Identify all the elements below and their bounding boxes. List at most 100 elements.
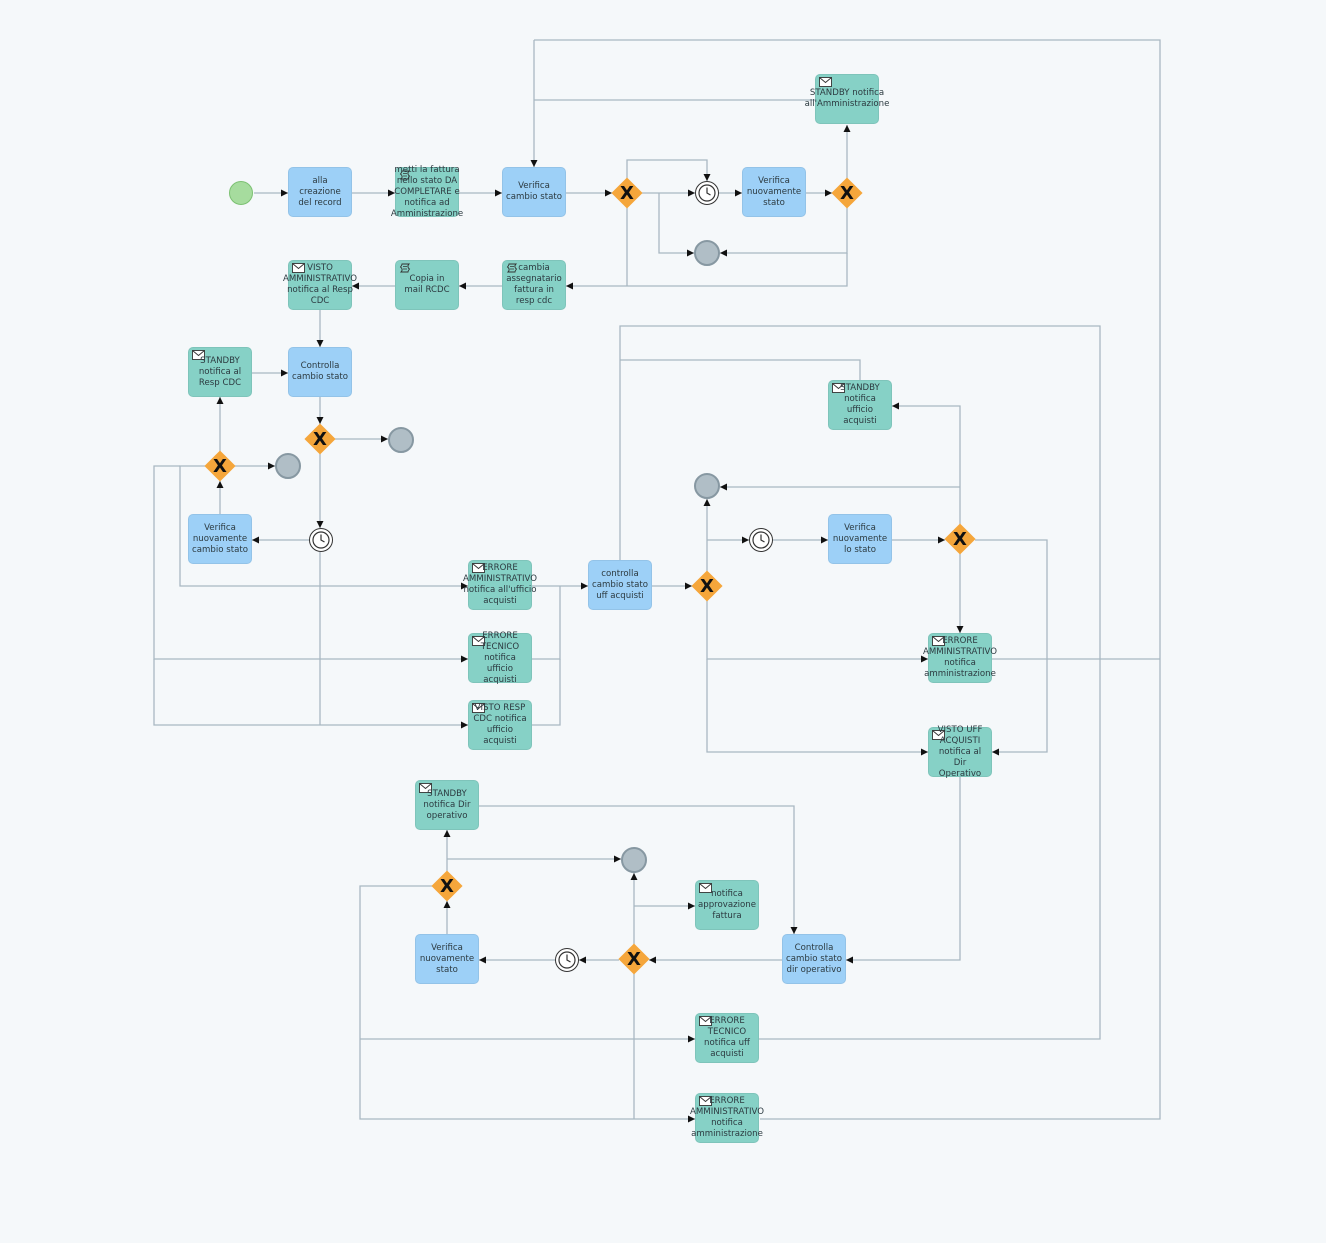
envelope-icon	[192, 350, 205, 360]
sequence-flow[interactable]	[706, 601, 928, 663]
sequence-flow[interactable]	[566, 253, 848, 290]
sequence-flow[interactable]	[846, 777, 961, 964]
sequence-flow[interactable]	[626, 159, 711, 181]
user-task[interactable]: controlla cambio stato uff acquisti	[588, 560, 652, 610]
task-label: alla creazione del record	[298, 175, 342, 208]
sequence-flow[interactable]	[479, 805, 798, 934]
script-task[interactable]: cambia assegnatario fattura in resp cdc	[502, 260, 566, 310]
envelope-icon	[472, 703, 485, 713]
sequence-flow[interactable]	[153, 465, 468, 663]
task-label: ERRORE TECNICO notifica ufficio acquisti	[480, 630, 520, 685]
send-task[interactable]: STANDBY notifica ufficio acquisti	[828, 380, 892, 430]
sequence-flow[interactable]	[179, 465, 468, 590]
send-task[interactable]: STANDBY notifica al Resp CDC	[188, 347, 252, 397]
task-label: VISTO AMMINISTRATIVO notifica al Resp CD…	[283, 263, 358, 306]
send-task[interactable]: VISTO RESP CDC notifica ufficio acquisti	[468, 700, 532, 750]
sequence-flow[interactable]	[359, 885, 695, 1123]
sequence-flow[interactable]	[892, 402, 961, 524]
timer-event[interactable]	[555, 948, 579, 972]
gateway-x-label: X	[840, 182, 854, 204]
end-event[interactable]	[694, 240, 720, 266]
user-task[interactable]: alla creazione del record	[288, 167, 352, 217]
script-task[interactable]: Copia in mail RCDC	[395, 260, 459, 310]
send-task[interactable]: ERRORE AMMINISTRATIVO notifica amministr…	[690, 1093, 764, 1143]
send-task[interactable]: ERRORE AMMINISTRATIVO notifica all'uffic…	[463, 560, 537, 610]
task-label: STANDBY notifica ufficio acquisti	[840, 383, 880, 426]
exclusive-gateway[interactable]: X	[204, 450, 236, 482]
task-label: VISTO UFF ACQUISTI notifica al Dir Opera…	[937, 724, 983, 779]
send-task[interactable]: STANDBY notifica all'Amministrazione	[805, 74, 889, 124]
exclusive-gateway[interactable]: X	[611, 177, 643, 209]
sequence-flow[interactable]	[620, 359, 861, 380]
sequence-flow[interactable]	[658, 193, 694, 257]
task-label: ERRORE AMMINISTRATIVO notifica amministr…	[690, 1096, 765, 1139]
exclusive-gateway[interactable]: X	[618, 943, 650, 975]
send-task[interactable]: STANDBY notifica Dir operativo	[415, 780, 479, 830]
send-task[interactable]: ERRORE TECNICO notifica ufficio acquisti	[468, 630, 532, 685]
envelope-icon	[472, 563, 485, 573]
task-label: STANDBY notifica al Resp CDC	[198, 355, 242, 388]
script-icon	[506, 263, 518, 273]
exclusive-gateway[interactable]: X	[944, 523, 976, 555]
user-task[interactable]: Verifica cambio stato	[502, 167, 566, 217]
timer-event[interactable]	[309, 528, 333, 552]
task-label: ERRORE AMMINISTRATIVO notifica amministr…	[923, 636, 998, 679]
sequence-flow[interactable]	[532, 659, 561, 726]
gateway-x-label: X	[213, 455, 227, 477]
envelope-icon	[699, 1096, 712, 1106]
clock-icon	[697, 183, 716, 202]
user-task[interactable]: Controlla cambio stato	[288, 347, 352, 397]
timer-event[interactable]	[695, 181, 719, 205]
exclusive-gateway[interactable]: X	[691, 570, 723, 602]
script-icon	[399, 170, 411, 180]
end-event[interactable]	[388, 427, 414, 453]
script-icon	[399, 263, 411, 273]
end-event[interactable]	[275, 453, 301, 479]
task-label: notifica approvazione fattura	[698, 888, 757, 921]
task-label: Controlla cambio stato dir operativo	[786, 942, 842, 975]
envelope-icon	[699, 1016, 712, 1026]
send-task[interactable]: ERRORE AMMINISTRATIVO notifica amministr…	[923, 633, 997, 683]
gateway-x-label: X	[627, 948, 641, 970]
task-label: Verifica nuovamente stato	[746, 175, 802, 208]
task-label: VISTO RESP CDC notifica ufficio acquisti	[473, 703, 527, 746]
gateway-x-label: X	[953, 528, 967, 550]
envelope-icon	[292, 263, 305, 273]
sequence-flow[interactable]	[975, 539, 1048, 756]
start-event[interactable]	[229, 181, 253, 205]
send-task[interactable]: notifica approvazione fattura	[695, 880, 759, 930]
user-task[interactable]: Verifica nuovamente stato	[415, 934, 479, 984]
task-label: Verifica nuovamente stato	[419, 942, 475, 975]
clock-icon	[557, 950, 576, 969]
exclusive-gateway[interactable]: X	[304, 423, 336, 455]
user-task[interactable]: Controlla cambio stato dir operativo	[782, 934, 846, 984]
task-label: Verifica nuovamente cambio stato	[192, 522, 248, 555]
envelope-icon	[699, 883, 712, 893]
sequence-flow[interactable]	[153, 659, 468, 729]
task-label: STANDBY notifica Dir operativo	[423, 788, 471, 821]
task-label: metti la fattura nello stato DA COMPLETA…	[390, 164, 464, 219]
envelope-icon	[819, 77, 832, 87]
user-task[interactable]: Verifica nuovamente cambio stato	[188, 514, 252, 564]
timer-event[interactable]	[749, 528, 773, 552]
clock-icon	[311, 530, 330, 549]
sequence-flow[interactable]	[619, 325, 1101, 1040]
exclusive-gateway[interactable]: X	[831, 177, 863, 209]
script-task[interactable]: metti la fattura nello stato DA COMPLETA…	[391, 165, 463, 219]
send-task[interactable]: VISTO AMMINISTRATIVO notifica al Resp CD…	[283, 260, 357, 310]
sequence-flow[interactable]	[534, 39, 1161, 1120]
user-task[interactable]: Verifica nuovamente stato	[742, 167, 806, 217]
end-event[interactable]	[621, 847, 647, 873]
gateway-x-label: X	[313, 428, 327, 450]
end-event[interactable]	[694, 473, 720, 499]
user-task[interactable]: Verifica nuovamente lo stato	[828, 514, 892, 564]
exclusive-gateway[interactable]: X	[431, 870, 463, 902]
envelope-icon	[932, 636, 945, 646]
send-task[interactable]: ERRORE TECNICO notifica uff acquisti	[695, 1013, 759, 1063]
sequence-flow[interactable]	[706, 659, 928, 756]
envelope-icon	[472, 636, 485, 646]
send-task[interactable]: VISTO UFF ACQUISTI notifica al Dir Opera…	[928, 724, 992, 779]
task-label: STANDBY notifica all'Amministrazione	[804, 88, 890, 109]
